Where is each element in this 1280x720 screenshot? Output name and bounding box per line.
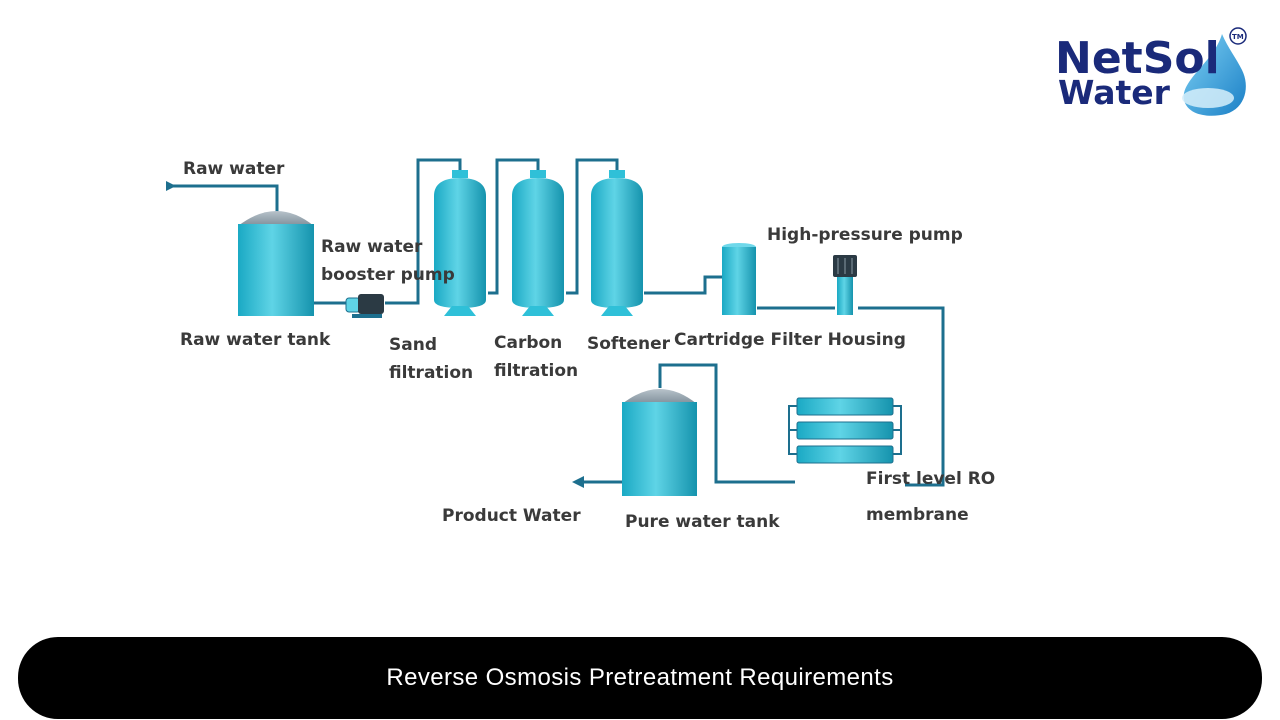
- raw-water-inlet-pipe: [166, 184, 279, 214]
- netsol-water-logo: NetSol Water TM: [1055, 27, 1247, 116]
- label-sand-1: Sand: [389, 335, 437, 355]
- cartridge-filter: [722, 243, 756, 315]
- ro-process-diagram: NetSol Water TM: [166, 27, 1247, 532]
- logo-line1: NetSol: [1055, 33, 1220, 84]
- ro-membrane-array: [788, 397, 902, 464]
- label-booster-pump-2: booster pump: [321, 265, 455, 285]
- label-product-water: Product Water: [442, 506, 581, 526]
- hppump-to-ro-pipe: [858, 306, 945, 487]
- carbon-filter-vessel: [512, 170, 564, 316]
- label-cartridge: Cartridge Filter Housing: [674, 330, 906, 350]
- label-sand-2: filtration: [389, 363, 473, 383]
- softener-vessel: [591, 170, 643, 316]
- outlet-arrow-icon: [572, 476, 584, 488]
- sand-filter-vessel: [434, 170, 486, 316]
- label-hp-pump: High-pressure pump: [767, 225, 963, 245]
- pump-to-sand-pipe: [385, 158, 462, 305]
- trademark-symbol: TM: [1232, 33, 1244, 41]
- banner-title: Reverse Osmosis Pretreatment Requirement…: [386, 664, 894, 691]
- high-pressure-pump: [833, 255, 857, 315]
- carbon-to-softener-pipe: [566, 158, 619, 295]
- label-pure-tank: Pure water tank: [625, 512, 780, 532]
- softener-to-cartridge-pipe: [644, 275, 722, 295]
- logo-line2: Water: [1058, 73, 1171, 112]
- sand-to-carbon-pipe: [488, 158, 540, 295]
- booster-pump: [345, 294, 384, 318]
- piping: [166, 158, 945, 487]
- label-ro-2: membrane: [866, 505, 969, 525]
- label-carbon-2: filtration: [494, 361, 578, 381]
- label-carbon-1: Carbon: [494, 333, 562, 353]
- inlet-arrow-icon: [166, 181, 176, 191]
- title-banner: Reverse Osmosis Pretreatment Requirement…: [18, 637, 1262, 719]
- label-raw-water: Raw water: [183, 159, 285, 179]
- pure-water-tank: [622, 389, 697, 496]
- label-booster-pump-1: Raw water: [321, 237, 423, 257]
- raw-water-tank: [238, 211, 314, 316]
- label-raw-water-tank: Raw water tank: [180, 330, 331, 350]
- label-softener: Softener: [587, 334, 671, 354]
- ro-to-puretank-pipe: [658, 363, 795, 484]
- label-ro-1: First level RO: [866, 469, 995, 489]
